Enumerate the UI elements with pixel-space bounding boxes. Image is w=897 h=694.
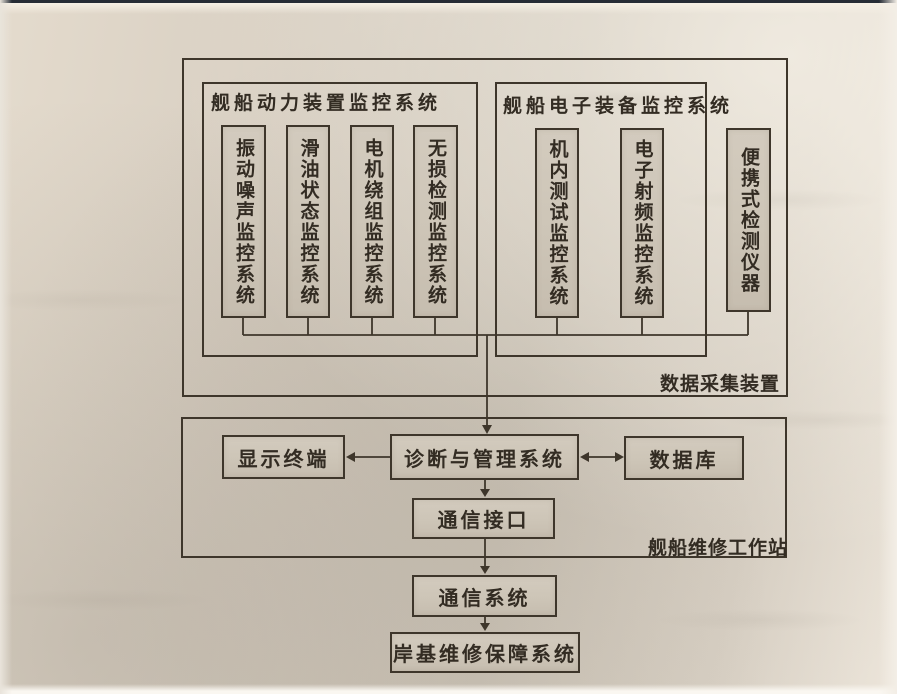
electronics-monitoring-group-box	[495, 82, 707, 357]
diagnosis-management-box: 诊断与管理系统	[390, 434, 579, 480]
data-acquisition-unit-box	[182, 58, 788, 397]
shore-support-box: 岸基维修保障系统	[390, 632, 580, 673]
photo-top-highlight	[0, 3, 897, 14]
data-acquisition-unit-label: 数据采集装置	[659, 374, 780, 395]
electronics-group-title: 舰船电子装备监控系统	[503, 96, 734, 117]
lube-oil-condition-monitoring-box: 滑油状态监控系统	[286, 125, 330, 318]
built-in-test-monitoring-box: 机内测试监控系统	[535, 128, 579, 318]
display-terminal-box: 显示终端	[222, 435, 345, 479]
power-group-title: 舰船动力装置监控系统	[211, 93, 442, 114]
vibration-noise-monitoring-box: 振动噪声监控系统	[221, 125, 266, 318]
motor-winding-monitoring-box: 电机绕组监控系统	[350, 125, 394, 318]
photo-bottom-edge	[0, 684, 897, 694]
arrowhead-to-shore	[480, 623, 490, 631]
portable-instrument-box: 便携式检测仪器	[726, 128, 771, 312]
ndt-monitoring-box: 无损检测监控系统	[413, 125, 458, 318]
power-monitoring-group-box	[202, 82, 478, 357]
comm-system-box: 通信系统	[412, 575, 557, 617]
database-box: 数据库	[624, 436, 744, 480]
maintenance-workstation-label: 舰船维修工作站	[648, 538, 789, 559]
maintenance-workstation-box	[181, 417, 787, 558]
photo-right-edge	[879, 0, 897, 694]
rf-monitoring-box: 电子射频监控系统	[620, 128, 664, 318]
photo-top-edge	[0, 0, 897, 3]
photo-left-edge	[0, 0, 12, 694]
arrowhead-to-commsys	[480, 566, 490, 574]
comm-interface-box: 通信接口	[412, 498, 555, 539]
